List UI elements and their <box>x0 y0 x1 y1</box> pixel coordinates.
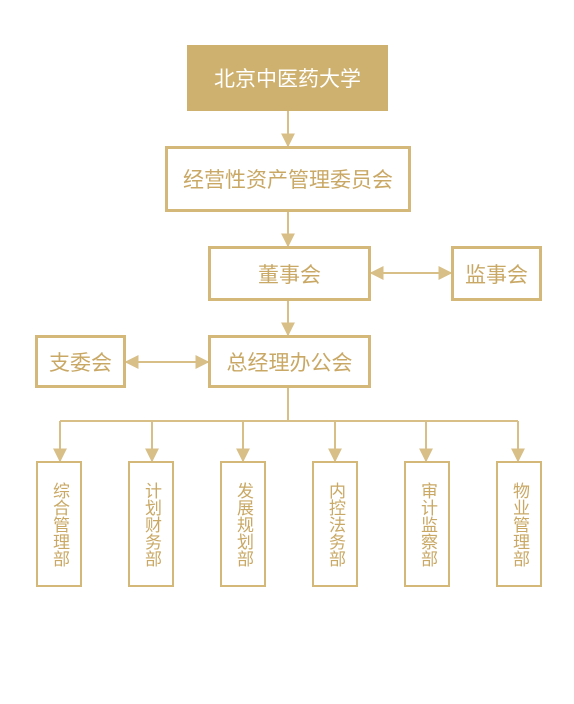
node-dept-general-management: 综合管理部 <box>36 461 82 587</box>
node-dept-development-planning: 发展规划部 <box>220 461 266 587</box>
node-supervisors: 监事会 <box>451 246 542 301</box>
node-asset-committee: 经营性资产管理委员会 <box>165 146 411 212</box>
node-party-branch: 支委会 <box>35 335 126 388</box>
node-gm-office: 总经理办公会 <box>208 335 371 388</box>
node-board: 董事会 <box>208 246 371 301</box>
node-university: 北京中医药大学 <box>187 45 388 111</box>
node-dept-planning-finance: 计划财务部 <box>128 461 174 587</box>
node-dept-audit-supervision: 审计监察部 <box>404 461 450 587</box>
node-dept-internal-control-legal: 内控法务部 <box>312 461 358 587</box>
node-dept-property-management: 物业管理部 <box>496 461 542 587</box>
